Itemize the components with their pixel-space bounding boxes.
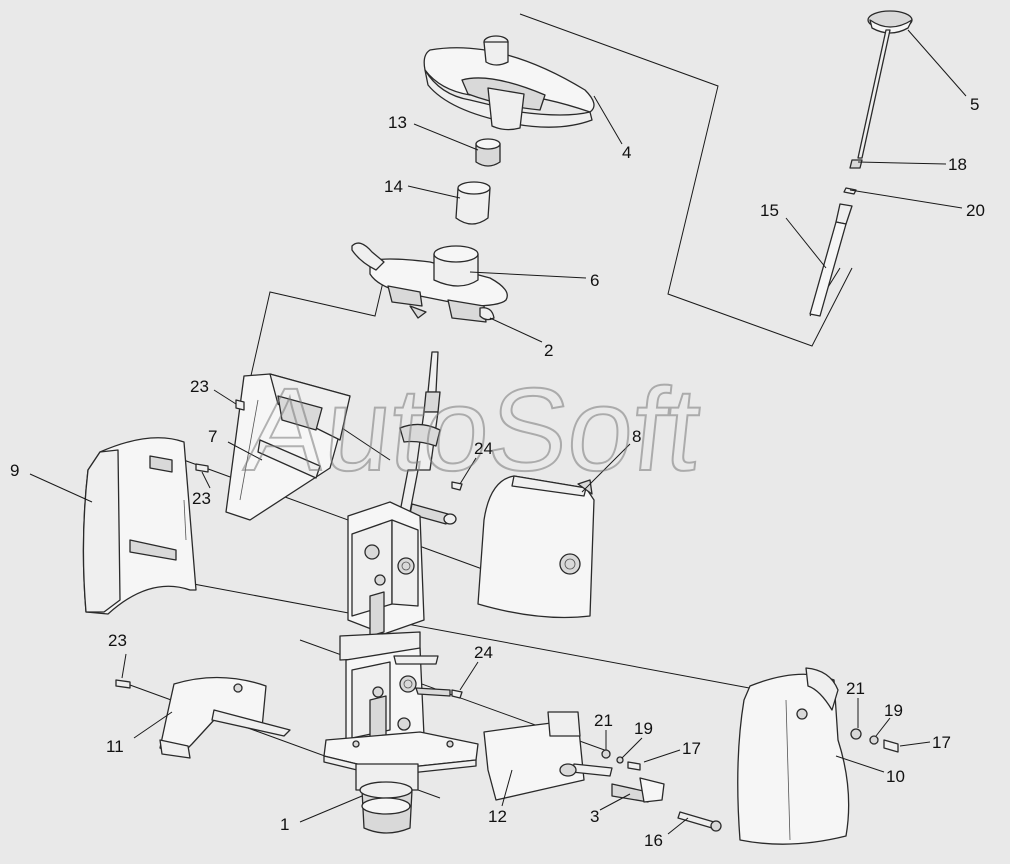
label-part-24a: 24 [474, 439, 493, 458]
label-part-17a: 17 [682, 739, 701, 758]
column-bracket [339, 501, 451, 749]
fasteners [115, 399, 899, 771]
label-part-5: 5 [970, 95, 979, 114]
label-part-2: 2 [544, 341, 553, 360]
label-part-16: 16 [644, 831, 663, 850]
label-part-15: 15 [760, 201, 779, 220]
lever-3 [611, 777, 665, 803]
label-part-23a: 23 [190, 377, 209, 396]
label-part-7: 7 [208, 427, 217, 446]
cover-8 [477, 475, 595, 619]
bolt-16 [677, 811, 722, 832]
label-part-8: 8 [632, 427, 641, 446]
label-leaders [29, 29, 967, 835]
label-part-3: 3 [590, 807, 599, 826]
label-part-13: 13 [388, 113, 407, 132]
label-part-23b: 23 [192, 489, 211, 508]
label-part-4: 4 [622, 143, 631, 162]
label-part-10: 10 [886, 767, 905, 786]
part-labels: 1 2 3 4 5 6 7 8 9 10 11 12 13 14 15 16 1… [10, 95, 985, 850]
label-part-20: 20 [966, 201, 985, 220]
panel-9 [82, 437, 197, 615]
label-part-18: 18 [948, 155, 967, 174]
steering-wheel [423, 35, 595, 131]
sleeve-14 [455, 181, 491, 225]
label-part-19a: 19 [634, 719, 653, 738]
label-part-21b: 21 [846, 679, 865, 698]
label-part-6: 6 [590, 271, 599, 290]
label-part-12: 12 [488, 807, 507, 826]
base-assembly-1 [323, 731, 479, 834]
label-part-11: 11 [106, 737, 124, 756]
cover-11 [159, 676, 291, 759]
label-part-24b: 24 [474, 643, 493, 662]
label-part-17b: 17 [932, 733, 951, 752]
label-part-23c: 23 [108, 631, 127, 650]
switch-unit-6 [351, 242, 508, 323]
label-part-1: 1 [280, 815, 289, 834]
label-part-21a: 21 [594, 711, 613, 730]
label-part-14: 14 [384, 177, 403, 196]
column-shaft [399, 351, 457, 525]
watermark: AutoSoft [240, 364, 706, 496]
housing-10 [737, 667, 850, 845]
cover-12 [483, 711, 613, 801]
label-part-9: 9 [10, 461, 19, 480]
shift-lever [809, 10, 913, 317]
bushing-13 [475, 138, 501, 167]
shroud-7 [225, 373, 351, 521]
label-part-19b: 19 [884, 701, 903, 720]
